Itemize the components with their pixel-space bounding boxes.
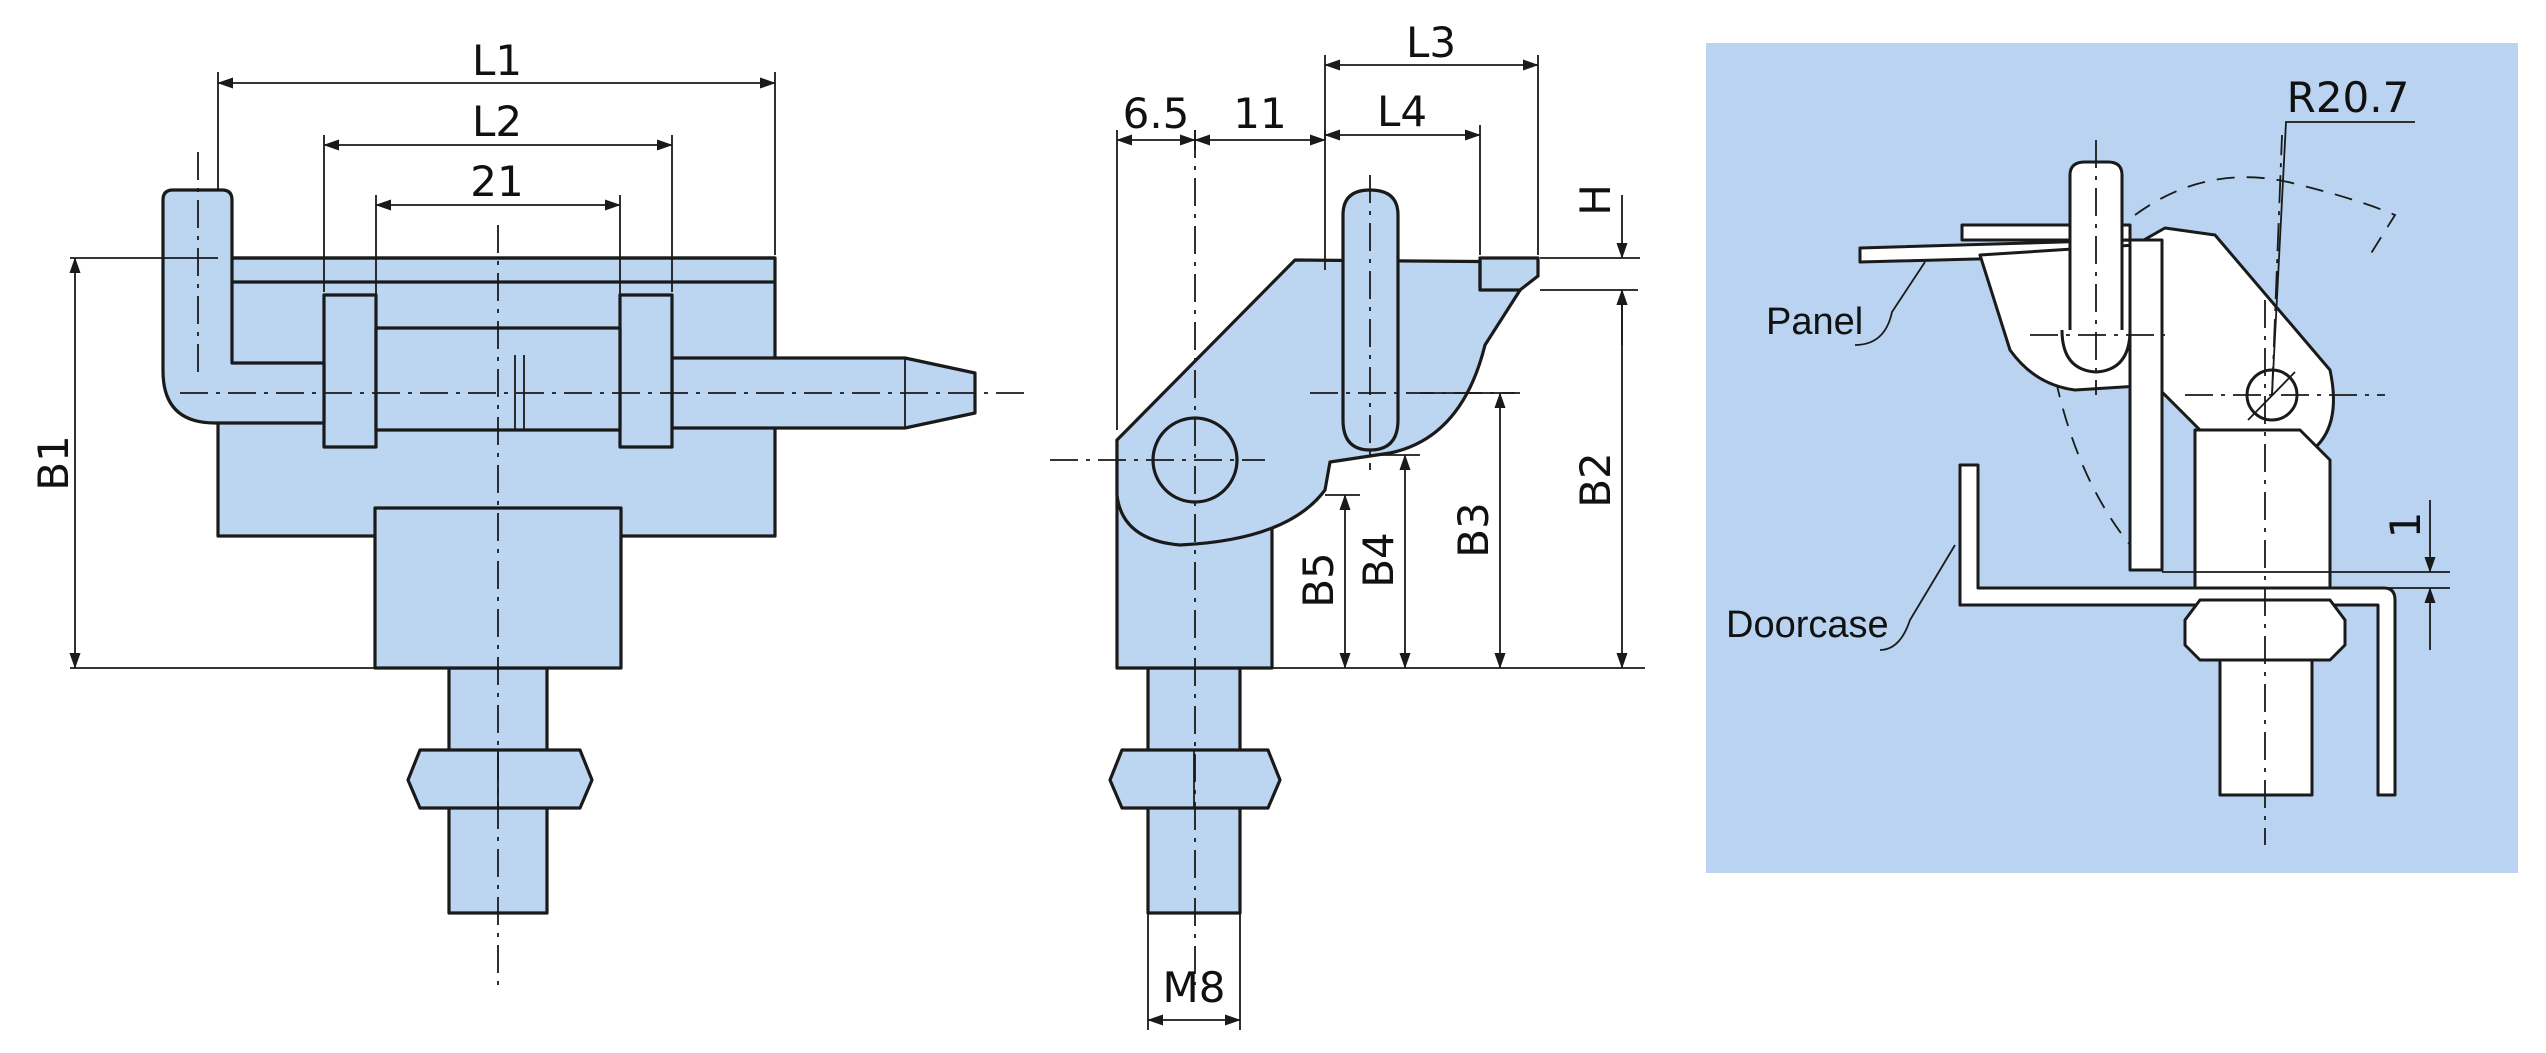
label-l4: L4 (1377, 87, 1427, 136)
label-r20-7: R20.7 (2287, 73, 2410, 122)
label-b2: B2 (1571, 452, 1620, 508)
label-b1: B1 (29, 435, 78, 491)
label-h: H (1571, 184, 1620, 216)
side-view: 6.5 11 L3 L4 H B2 B3 B4 B5 M8 (1050, 18, 1645, 1030)
install-eye-cross (2247, 371, 2296, 421)
side-panel-plate (1478, 256, 1540, 292)
label-11: 11 (1233, 89, 1286, 138)
install-stud (2218, 658, 2314, 797)
install-radius-line (2271, 134, 2283, 396)
label-21: 21 (470, 157, 523, 206)
label-l2: L2 (472, 97, 522, 146)
hex-nut (406, 748, 594, 810)
label-gap-1: 1 (2381, 512, 2430, 539)
doorcase-leader (1879, 544, 1956, 651)
label-b4: B4 (1354, 532, 1403, 588)
install-vertical-plate (2128, 238, 2164, 572)
installation-view: R20.7 1 Panel Doorcase (1706, 43, 2518, 873)
label-6-5: 6.5 (1123, 89, 1190, 138)
label-panel: Panel (1766, 301, 1863, 343)
knuckle-left (322, 293, 378, 449)
swing-arc (2049, 176, 2397, 546)
label-b5: B5 (1294, 552, 1343, 608)
label-l1: L1 (472, 36, 522, 85)
front-view: L1 L2 21 B1 (29, 36, 1030, 990)
panel-leader (1854, 261, 1926, 346)
knuckle-right (618, 293, 674, 449)
label-b3: B3 (1449, 502, 1498, 558)
install-hex-nut (2183, 598, 2347, 662)
label-doorcase: Doorcase (1726, 604, 1889, 646)
label-m8: M8 (1163, 963, 1226, 1012)
radius-leader (2271, 121, 2415, 396)
l-handle (161, 188, 326, 425)
label-l3: L3 (1406, 18, 1456, 67)
install-mount-block (2193, 428, 2332, 602)
